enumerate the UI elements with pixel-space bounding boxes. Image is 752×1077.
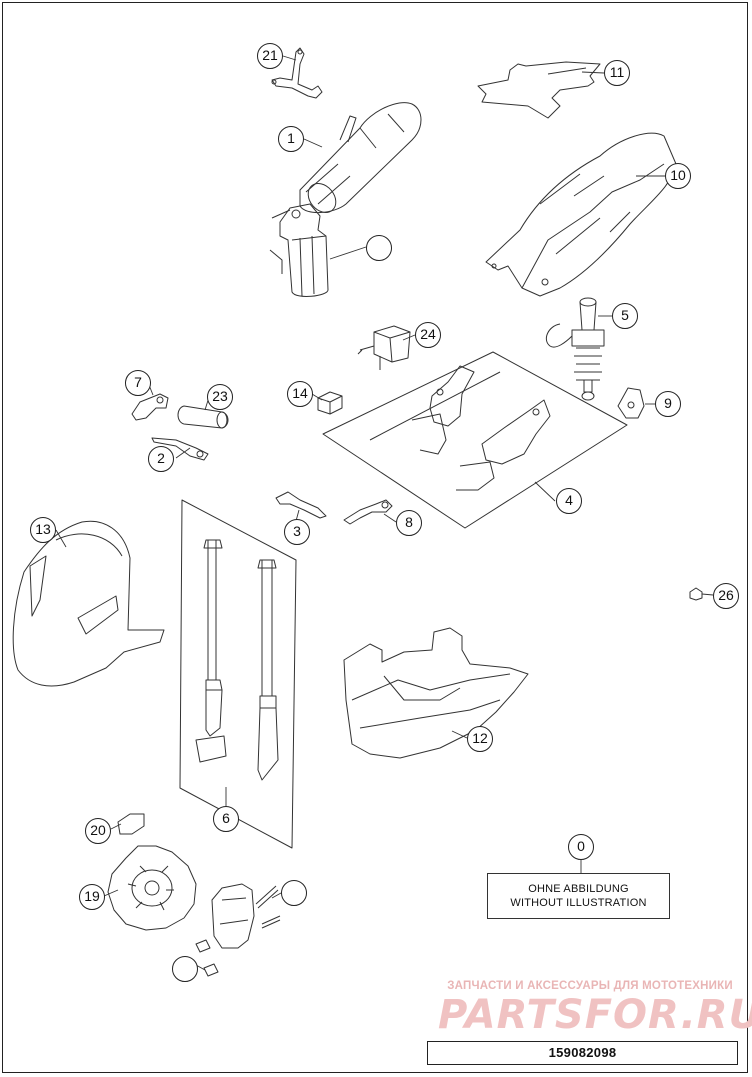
callout-19: 21 [257,43,283,69]
part-18-brakepad [117,813,145,835]
callout-26 [366,235,392,261]
part-7-lever [131,393,169,421]
callout-3: 3 [284,519,310,545]
diagram-code: 159082098 [427,1041,738,1065]
part-1-silencer [299,102,422,213]
part-9-bracket [617,387,645,419]
part-3-lever [275,491,327,519]
callout-14: 14 [287,381,313,407]
leader-lines [55,55,714,971]
callout-11: 11 [604,60,630,86]
part-4-frame [322,351,628,529]
part-19-bracket [271,47,323,99]
callout-23: 26 [713,583,739,609]
callout-10: 10 [665,163,691,189]
part-2-lever [151,437,209,461]
callout-24 [172,956,198,982]
callout-0: 0 [568,834,594,860]
callout-25 [281,880,307,906]
part-11-seat-cover [477,61,601,119]
part-13-fairing [12,520,165,687]
part-17-disc [107,845,197,931]
part-8-lever [343,499,393,525]
callout-13: 13 [30,517,56,543]
part-21-module [357,325,411,370]
callout-20: 23 [207,384,233,410]
callout-7: 7 [125,370,151,396]
part-10-seat [485,132,677,297]
part-25-caliper [211,883,281,949]
callout-12: 12 [467,726,493,752]
callout-18: 20 [85,818,111,844]
callout-17: 19 [79,884,105,910]
note-line-2: WITHOUT ILLUSTRATION [510,897,647,909]
part-26-catalyst [269,203,329,297]
part-24-bushings [195,939,219,977]
part-23-nut [689,587,703,601]
part-20-grip [177,405,229,429]
note-box: OHNE ABBILDUNG WITHOUT ILLUSTRATION [487,873,670,919]
part-14-cube [317,391,343,415]
callout-1: 1 [278,126,304,152]
callout-5: 5 [612,303,638,329]
callout-9: 9 [655,391,681,417]
callout-21: 24 [415,322,441,348]
callout-6: 6 [213,806,239,832]
part-5-shock [545,297,605,401]
part-6-forks [179,499,297,849]
callout-4: 4 [556,488,582,514]
callout-2: 2 [148,446,174,472]
callout-8: 8 [396,510,422,536]
part-12-bellypan [343,627,529,759]
watermark-logo: PARTSFOR.RU [438,992,752,1038]
note-line-1: OHNE ABBILDUNG [528,883,629,895]
watermark-tagline: ЗАПЧАСТИ И АКСЕССУАРЫ ДЛЯ МОТОТЕХНИКИ [447,980,733,992]
